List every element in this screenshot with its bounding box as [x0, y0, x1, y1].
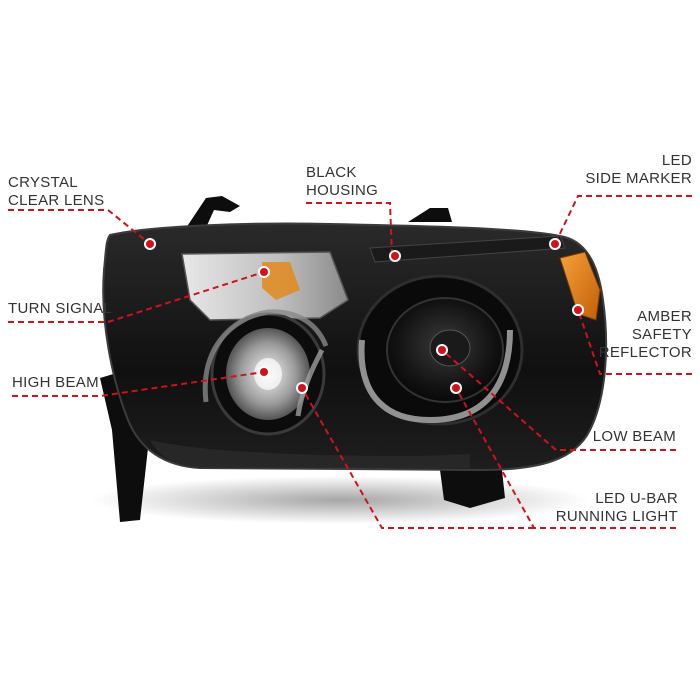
label-turn-signal: TURN SIGNAL — [8, 300, 113, 317]
label-low-beam: LOW BEAM — [592, 428, 676, 445]
label-high-beam: HIGH BEAM — [12, 374, 99, 391]
callout-line-led-u-bar-running-light-2 — [301, 387, 534, 529]
label-amber-safety-reflector: AMBER SAFETY REFLECTOR — [598, 308, 692, 361]
callout-dot-led-u-bar-running-light-2 — [298, 384, 306, 392]
led-u-bar — [358, 329, 513, 424]
callout-dots — [144, 238, 584, 394]
callout-line-low-beam — [441, 349, 676, 451]
ground-shadow — [90, 476, 590, 524]
callout-line-turn-signal — [8, 271, 265, 323]
callout-dot-led-side-marker — [551, 240, 559, 248]
callout-line-black-housing — [306, 202, 393, 257]
callout-lines — [8, 195, 692, 529]
callout-line-led-side-marker — [554, 195, 692, 245]
label-black-housing: BLACK HOUSING — [306, 164, 379, 199]
callout-dot-amber-safety-reflector — [574, 306, 582, 314]
callout-dot-crystal-clear-lens — [146, 240, 154, 248]
callout-dot-led-u-bar-running-light — [452, 384, 460, 392]
label-led-u-bar-running-light: LED U-BAR RUNNING LIGHT — [555, 490, 678, 525]
callout-line-crystal-clear-lens — [8, 209, 151, 245]
callout-line-amber-safety-reflector — [577, 309, 692, 375]
label-crystal-clear-lens: CRYSTAL CLEAR LENS — [8, 174, 105, 209]
lower-lens-strip — [150, 440, 470, 468]
callout-dot-turn-signal — [260, 268, 268, 276]
callout-dot-high-beam — [260, 368, 268, 376]
amber-safety-reflector-shape — [559, 251, 601, 321]
black-housing — [102, 222, 608, 472]
callout-dot-low-beam — [438, 346, 446, 354]
turn-signal-bulb — [262, 262, 300, 300]
housing-top-bar — [369, 235, 566, 263]
label-led-side-marker: LED SIDE MARKER — [585, 152, 692, 187]
callout-dot-black-housing — [391, 252, 399, 260]
